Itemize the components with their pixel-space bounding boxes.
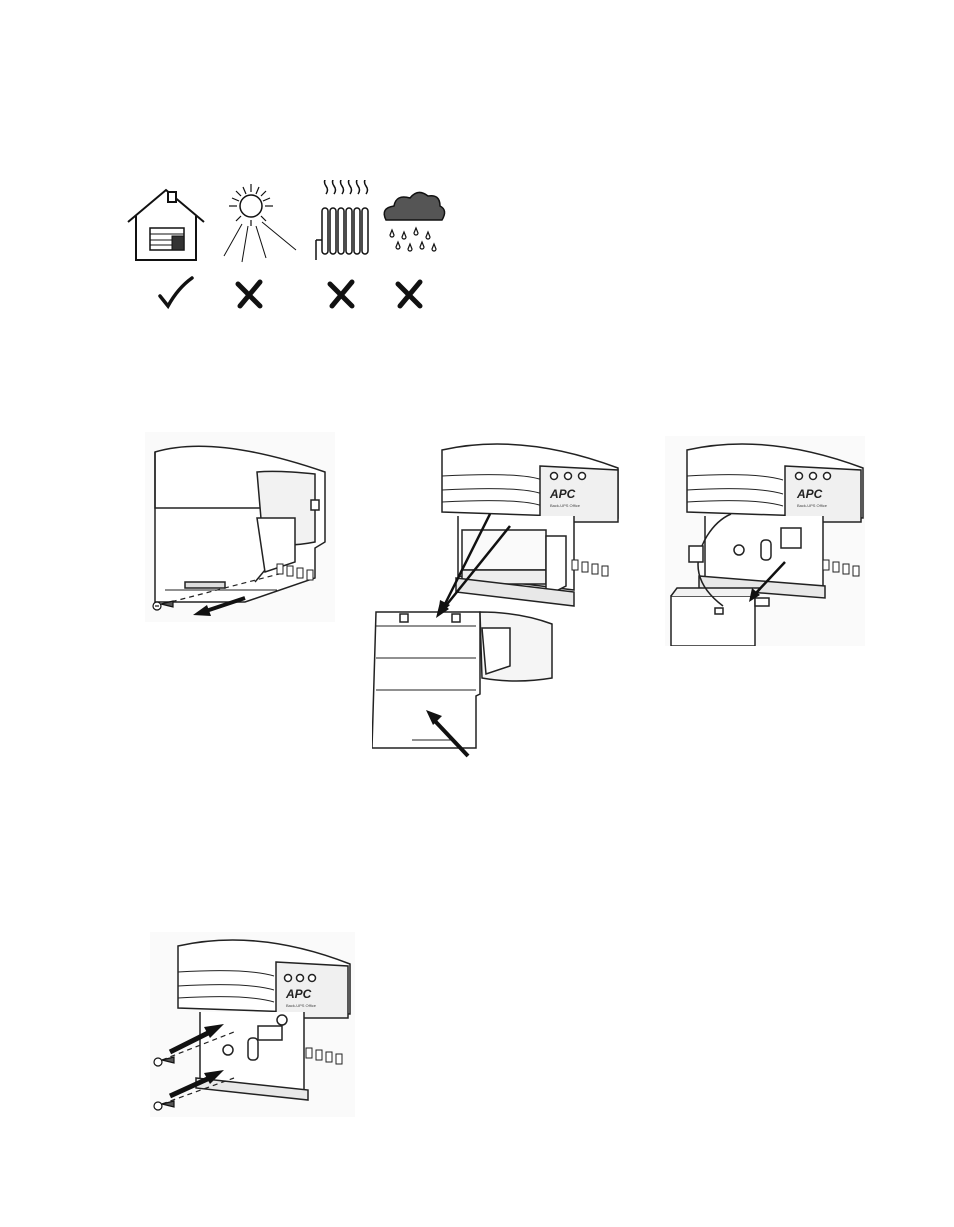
direct-sunlight-icon [224, 184, 296, 262]
remove-cover-illustration: APC Back-UPS Office [372, 436, 632, 758]
brand-logo: APC [796, 487, 823, 501]
rain-outdoor-icon [384, 192, 444, 251]
heat-source-radiator-icon [316, 180, 368, 260]
brand-logo: APC [549, 487, 576, 501]
connect-battery-illustration: APC Back-UPS Office [665, 436, 865, 646]
check-mark-icon [160, 278, 192, 306]
x-mark-icon [398, 282, 420, 306]
x-mark-icon [330, 282, 352, 306]
environment-icons-row [120, 180, 450, 320]
x-mark-icon [238, 282, 260, 306]
remove-cover-screw-illustration [145, 432, 335, 622]
brand-product: Back-UPS Office [550, 503, 581, 508]
brand-logo: APC [285, 987, 312, 1001]
brand-product: Back-UPS Office [797, 503, 828, 508]
wall-mount-screws-illustration: APC Back-UPS Office [150, 932, 355, 1117]
brand-product: Back-UPS Office [286, 1003, 317, 1008]
indoor-house-icon [128, 190, 204, 260]
